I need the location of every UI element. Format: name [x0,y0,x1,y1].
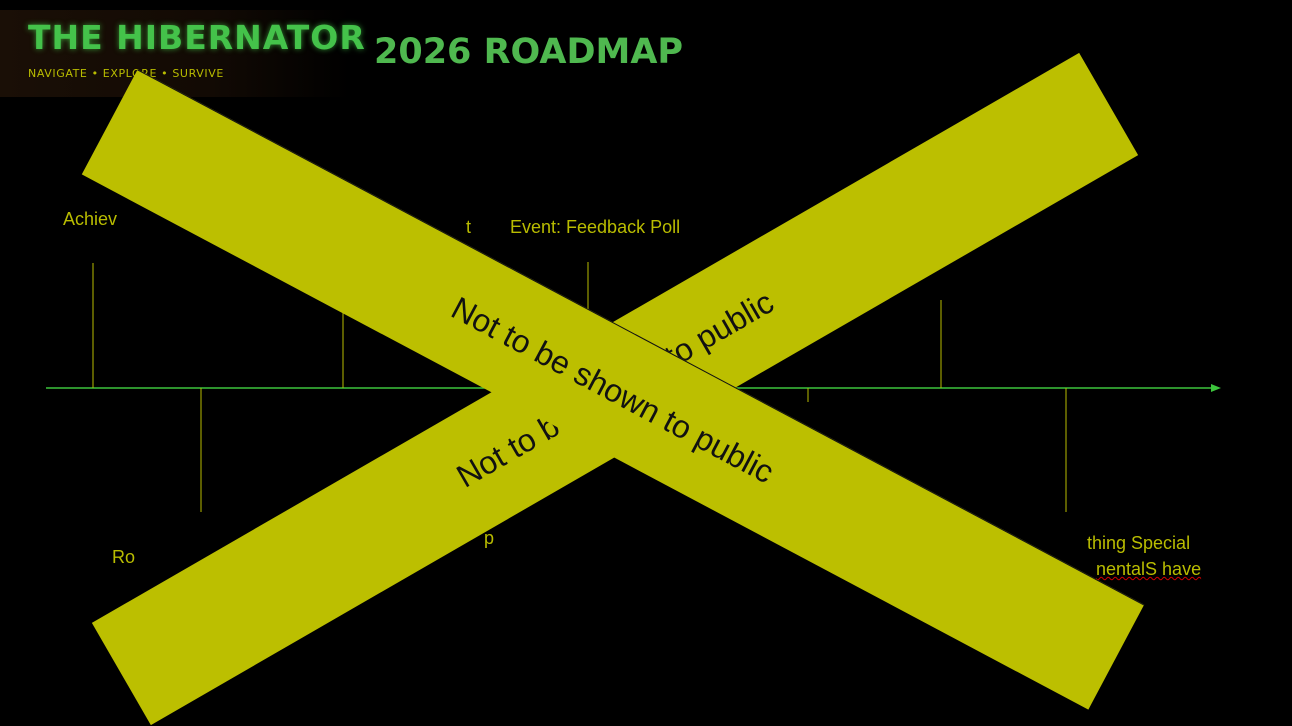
logo-tagline: NAVIGATE • EXPLORE • SURVIVE [28,67,224,80]
milestone-label-environmentals: nentalS have [1096,559,1201,580]
milestone-label-something-special: thing Special [1087,533,1191,553]
logo-panel [0,10,350,97]
misspelled-word: nentalS have [1096,559,1202,579]
milestone-label-achievements: Achiev [63,209,118,229]
milestone-label-p: p [484,528,495,548]
milestone-label-feedback-poll: Event: Feedback Poll [510,217,681,237]
logo-title: THE HIBERNATOR [28,18,366,57]
milestone-label-partial-t: t [466,217,472,237]
milestone-label-ro: Ro [112,547,136,567]
slide-title: 2026 ROADMAP [374,32,684,72]
timeline-arrowhead [1211,384,1221,392]
